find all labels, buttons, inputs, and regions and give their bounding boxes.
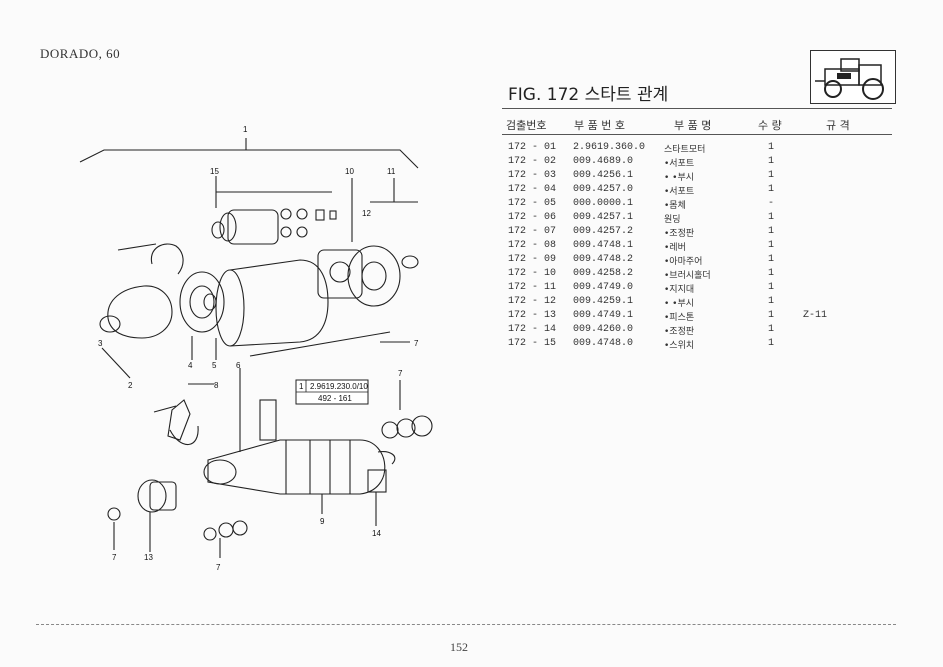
callout-7: 7	[414, 339, 419, 348]
name-cell: •피스톤	[664, 313, 695, 323]
partno-cell: 009.4749.1	[573, 310, 634, 321]
qty-cell: 1	[768, 156, 775, 167]
qty-cell: 1	[768, 282, 775, 293]
callout-7: 7	[112, 553, 117, 562]
model-name: DORADO, 60	[40, 46, 121, 61]
name-cell: •몸체	[664, 201, 686, 211]
tractor-icon	[815, 58, 884, 100]
diagram-artwork	[79, 138, 433, 558]
name-cell: •조정판	[664, 229, 695, 239]
callout-15: 15	[210, 167, 219, 176]
qty-cell: 1	[768, 268, 775, 279]
name-cell: • •부시	[664, 173, 695, 183]
partno-cell: 009.4260.0	[573, 324, 634, 335]
ref-cell: 172 - 04	[508, 184, 557, 195]
qty-cell: 1	[768, 338, 775, 349]
callout-3: 3	[98, 339, 103, 348]
name-cell: •서포트	[664, 159, 695, 169]
qty-cell: 1	[768, 296, 775, 307]
ref-cell: 172 - 13	[508, 310, 557, 321]
partno-cell: 009.4257.0	[573, 184, 634, 195]
ref-cell: 172 - 06	[508, 212, 557, 223]
partno-cell: 009.4258.2	[573, 268, 634, 279]
partno-cell: 009.4689.0	[573, 156, 634, 167]
ref-box-index: 1	[299, 382, 304, 391]
callout-1: 1	[243, 125, 248, 134]
footer-rule	[36, 624, 896, 625]
name-cell: •브러시홀더	[664, 271, 711, 281]
callout-5: 5	[212, 361, 217, 370]
ref-cell: 172 - 07	[508, 226, 557, 237]
figure-title: FIG. 172 스타트 관계	[508, 85, 669, 105]
callout-14: 14	[372, 529, 381, 538]
spec-cell: Z-11	[803, 310, 828, 321]
qty-cell: 1	[768, 142, 775, 153]
partno-cell: 009.4259.1	[573, 296, 634, 307]
ref-cell: 172 - 02	[508, 156, 557, 167]
callout-9: 9	[320, 517, 325, 526]
qty-cell: 1	[768, 254, 775, 265]
callout-8: 8	[214, 381, 219, 390]
page-number: 152	[450, 640, 468, 654]
partno-cell: 009.4257.1	[573, 212, 634, 223]
callout-10: 10	[345, 167, 354, 176]
callout-12: 12	[362, 209, 371, 218]
qty-cell: 1	[768, 240, 775, 251]
name-cell: •아마주어	[664, 257, 703, 267]
name-cell: •지지대	[664, 285, 695, 295]
col-ref-header: 검출번호	[506, 119, 547, 132]
ref-cell: 172 - 10	[508, 268, 557, 279]
name-cell: •레버	[664, 243, 686, 253]
ref-box-line1: 2.9619.230.0/10	[310, 382, 368, 391]
header-rule	[502, 134, 892, 135]
callout-2: 2	[128, 381, 133, 390]
callout-7: 7	[216, 563, 221, 572]
partno-cell: 009.4257.2	[573, 226, 634, 237]
ref-cell: 172 - 08	[508, 240, 557, 251]
ref-cell: 172 - 03	[508, 170, 557, 181]
qty-cell: 1	[768, 212, 775, 223]
ref-cell: 172 - 09	[508, 254, 557, 265]
ref-cell: 172 - 14	[508, 324, 557, 335]
ref-cell: 172 - 15	[508, 338, 557, 349]
qty-cell: 1	[768, 184, 775, 195]
partno-cell: 009.4256.1	[573, 170, 634, 181]
name-cell: 원딩	[664, 215, 681, 225]
qty-cell: 1	[768, 310, 775, 321]
col-qty-header: 수 량	[758, 119, 782, 132]
name-cell: •스위치	[664, 341, 695, 351]
partno-cell: 009.4749.0	[573, 282, 634, 293]
ref-box-line2: 492 - 161	[318, 394, 352, 403]
col-spec-header: 규 격	[826, 119, 850, 132]
qty-cell: 1	[768, 324, 775, 335]
callout-4: 4	[188, 361, 193, 370]
partno-cell: 2.9619.360.0	[573, 142, 646, 153]
callout-11: 11	[387, 167, 396, 176]
callout-7: 7	[398, 369, 403, 378]
ref-cell: 172 - 11	[508, 282, 557, 293]
qty-cell: 1	[768, 226, 775, 237]
qty-cell: -	[768, 198, 775, 209]
callout-13: 13	[144, 553, 153, 562]
ref-cell: 172 - 05	[508, 198, 557, 209]
partno-cell: 009.4748.2	[573, 254, 634, 265]
name-cell: •조정판	[664, 327, 695, 337]
ref-cell: 172 - 12	[508, 296, 557, 307]
ref-cell: 172 - 01	[508, 142, 557, 153]
qty-cell: 1	[768, 170, 775, 181]
col-name-header: 부 품 명	[674, 119, 712, 132]
tractor-thumbnail	[810, 50, 896, 104]
reference-box: 1 2.9619.230.0/10 492 - 161	[295, 379, 369, 405]
name-cell: •서포트	[664, 187, 695, 197]
callout-6: 6	[236, 361, 241, 370]
title-rule	[502, 108, 892, 109]
partno-cell: 009.4748.0	[573, 338, 634, 349]
name-cell: 스타트모터	[664, 145, 706, 155]
exploded-diagram: 1 2.9619.230.0/10 492 - 161 1 15 10 11 1…	[79, 125, 433, 572]
name-cell: • •부시	[664, 299, 695, 309]
partno-cell: 009.4748.1	[573, 240, 634, 251]
partno-cell: 000.0000.1	[573, 198, 634, 209]
col-partno-header: 부 품 번 호	[574, 119, 625, 132]
